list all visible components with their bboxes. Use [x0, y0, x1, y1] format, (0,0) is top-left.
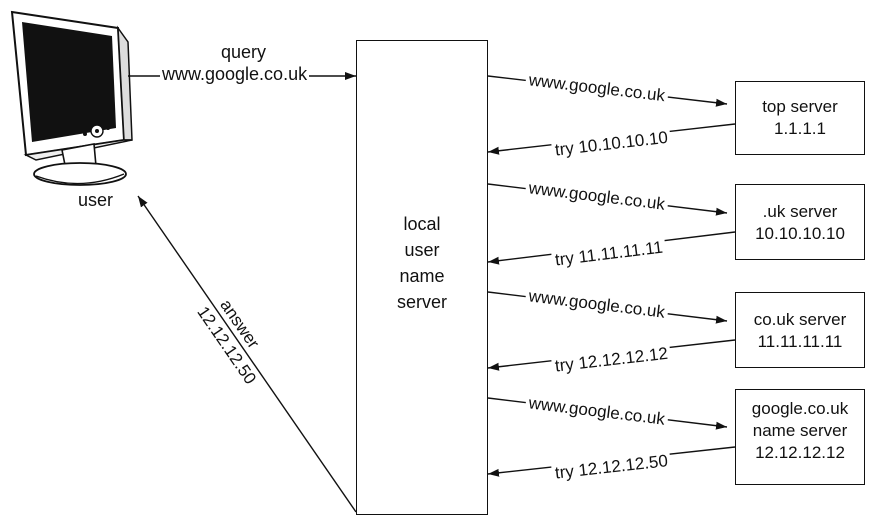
local-server-line: local	[403, 214, 441, 234]
server-label: google.co.uk name server 12.12.12.12	[736, 398, 864, 464]
server-label: co.uk server 11.11.11.11	[736, 309, 864, 353]
server-label: .uk server 10.10.10.10	[736, 201, 864, 245]
local-server-line: name	[399, 266, 445, 286]
server-name: co.uk server	[753, 310, 847, 329]
top-server-box: top server 1.1.1.1	[735, 81, 865, 155]
user-label: user	[78, 190, 114, 210]
local-server-line: server	[396, 292, 447, 312]
server-ip: 12.12.12.12	[755, 443, 845, 462]
server-name: top server	[762, 97, 838, 116]
query-label: query	[221, 42, 267, 62]
google-name-server-box: google.co.uk name server 12.12.12.12	[735, 389, 865, 485]
local-name-server: local user name server	[356, 40, 488, 515]
query-domain-label: www.google.co.uk	[160, 64, 310, 85]
server-name-2: name server	[752, 421, 848, 440]
uk-server-box: .uk server 10.10.10.10	[735, 184, 865, 260]
couk-server-box: co.uk server 11.11.11.11	[735, 292, 865, 368]
server-name: google.co.uk	[751, 399, 849, 418]
local-server-line: user	[404, 240, 440, 260]
server-label: top server 1.1.1.1	[736, 96, 864, 140]
server-name: .uk server	[762, 202, 838, 221]
computer-monitor-icon	[10, 10, 133, 186]
local-server-label: local user name server	[357, 211, 487, 315]
server-ip: 10.10.10.10	[755, 224, 845, 243]
answer-arrow	[137, 195, 357, 513]
server-ip: 11.11.11.11	[757, 332, 843, 351]
server-ip: 1.1.1.1	[774, 119, 826, 138]
